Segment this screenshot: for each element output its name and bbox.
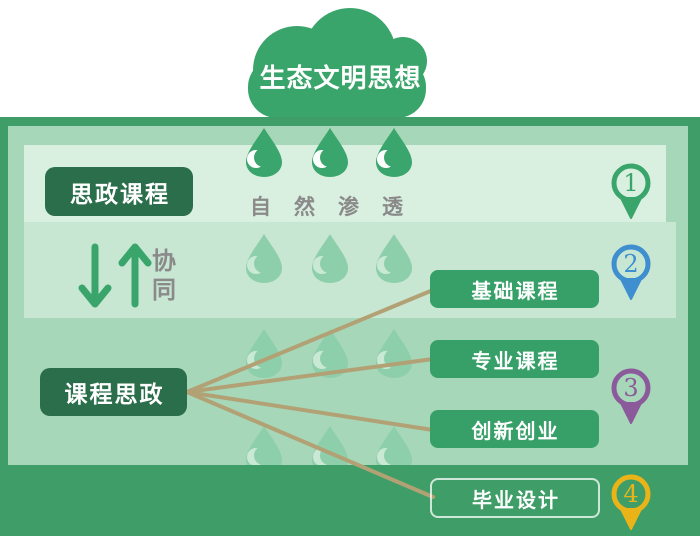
svg-text:1: 1	[623, 169, 638, 197]
synergy-arrows-icon	[78, 243, 152, 308]
raindrop-icon	[246, 234, 282, 283]
raindrop-icon	[312, 234, 348, 283]
svg-text:2: 2	[623, 250, 638, 278]
cloud-title: 生态文明思想	[259, 62, 422, 93]
natural-infiltration-label: 自然渗透	[250, 196, 426, 219]
graduation-design-box: 毕业设计	[430, 478, 600, 518]
innovation-entrepreneurship-box: 创新创业	[430, 410, 599, 448]
location-pin-4: 4	[609, 472, 653, 534]
location-pin-2: 2	[609, 242, 653, 304]
raindrop-icon	[246, 329, 282, 378]
raindrop-icon	[376, 128, 412, 177]
synergy-label: 协同	[152, 248, 176, 304]
location-pin-1: 1	[609, 161, 653, 223]
raindrop-icon	[312, 329, 348, 378]
svg-text:3: 3	[623, 374, 638, 402]
location-pin-3: 3	[609, 366, 653, 428]
raindrop-icon	[376, 234, 412, 283]
raindrop-icon	[312, 426, 348, 465]
raindrop-icon	[246, 128, 282, 177]
ideological-courses-box: 思政课程	[45, 167, 193, 216]
professional-courses-box: 专业课程	[430, 340, 599, 378]
svg-text:4: 4	[623, 480, 638, 508]
raindrop-icon	[376, 426, 412, 465]
curriculum-ideology-box: 课程思政	[40, 368, 187, 416]
raindrop-icon	[246, 426, 282, 465]
raindrop-icon	[376, 329, 412, 378]
basic-courses-box: 基础课程	[430, 270, 599, 308]
cloud-icon	[248, 8, 427, 118]
raindrop-icon	[312, 128, 348, 177]
